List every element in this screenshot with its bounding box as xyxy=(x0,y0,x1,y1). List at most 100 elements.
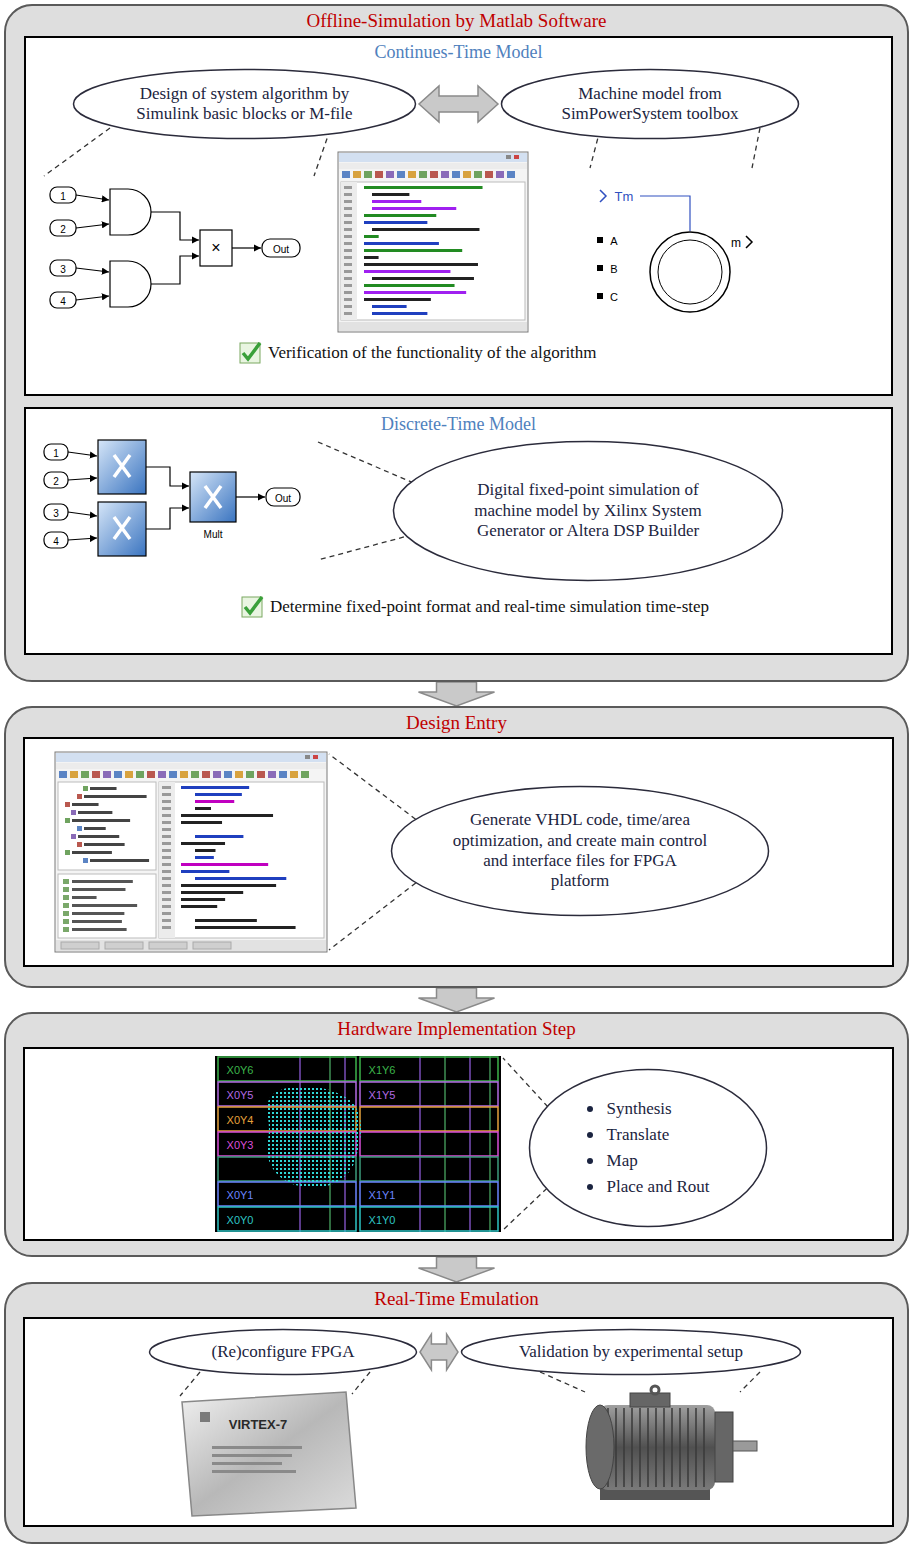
screen-detail xyxy=(452,171,460,178)
panel-fill xyxy=(4,4,909,682)
process-ellipse: (Re)configure FPGA xyxy=(148,1328,418,1376)
screen-detail xyxy=(344,200,352,203)
screen-detail xyxy=(84,843,125,846)
screen-detail xyxy=(305,755,310,759)
screen-detail xyxy=(342,171,350,178)
screen-detail xyxy=(344,256,352,259)
xilinx-diagram xyxy=(68,478,97,480)
label-holder: X1Y0 xyxy=(367,1210,398,1228)
check-mark xyxy=(243,343,260,359)
xilinx-diagram xyxy=(68,538,97,540)
ellipse-outline xyxy=(462,1330,801,1375)
machine-block xyxy=(597,265,603,271)
screen-detail xyxy=(195,793,242,796)
screen-detail xyxy=(78,811,112,814)
xilinx-diagram xyxy=(44,440,300,556)
screen-detail xyxy=(202,771,210,778)
screen-detail xyxy=(162,842,171,845)
machine-block xyxy=(597,190,752,312)
label-holder: Tm xyxy=(615,187,634,205)
screen-detail xyxy=(339,322,527,331)
inner-frame xyxy=(24,738,893,966)
ellipse-text: Machine model from SimPowerSystem toolbo… xyxy=(550,84,750,125)
screen-detail xyxy=(364,186,483,189)
region-label: X1Y5 xyxy=(367,1090,398,1101)
screen-detail xyxy=(71,810,76,815)
simulink-diagram xyxy=(232,247,261,248)
xilinx-diagram xyxy=(98,440,146,494)
ellipse-text: (Re)configure FPGA xyxy=(211,1342,354,1362)
leader-line xyxy=(314,130,330,176)
screen-detail xyxy=(372,312,427,315)
screen-detail xyxy=(114,771,122,778)
process-ellipse: Machine model from SimPowerSystem toolbo… xyxy=(500,68,800,140)
label-holder: X1Y1 xyxy=(367,1185,398,1203)
screen-detail xyxy=(344,291,352,294)
stage-title: Hardware Implementation Step xyxy=(337,1018,575,1041)
screen-detail xyxy=(90,859,149,862)
simulink-diagram xyxy=(151,212,199,240)
induction-motor xyxy=(630,1393,670,1407)
simulink-diagram xyxy=(262,239,300,257)
port-label: Tm xyxy=(615,190,634,203)
screen-detail xyxy=(430,171,438,178)
process-ellipse: Design of system algorithm by Simulink b… xyxy=(72,68,417,140)
simulink-diagram xyxy=(76,268,109,272)
screen-detail xyxy=(339,153,527,162)
screen-detail xyxy=(364,242,439,245)
box-fill xyxy=(24,407,893,655)
step-item: Translate xyxy=(607,1125,670,1145)
fpga-chip xyxy=(182,1392,356,1516)
screen-detail xyxy=(159,782,175,938)
screen-detail xyxy=(72,888,125,891)
label-holder: X0Y5 xyxy=(225,1085,256,1103)
screen-detail xyxy=(372,277,474,280)
port-label: 2 xyxy=(53,477,59,487)
stage-panel: Design of system algorithm by Simulink b… xyxy=(4,4,909,682)
label-holder: m xyxy=(731,233,741,251)
check-mark xyxy=(240,343,262,617)
leader-line xyxy=(180,1372,200,1396)
screen-detail xyxy=(72,928,127,931)
screen-detail xyxy=(147,771,155,778)
screen-detail xyxy=(344,249,352,252)
induction-motor xyxy=(733,1441,757,1451)
screen-detail xyxy=(364,291,466,294)
region-label: X1Y1 xyxy=(367,1190,398,1201)
screen-detail xyxy=(78,835,119,838)
screen-detail xyxy=(181,863,268,866)
box-fill xyxy=(24,36,893,655)
model-heading: Continues-Time Model xyxy=(375,42,543,64)
fpga-floorplan xyxy=(218,1057,356,1081)
step-item: Synthesis xyxy=(607,1099,672,1119)
fpga-floorplan xyxy=(218,1207,356,1231)
region-label: X0Y3 xyxy=(225,1140,256,1151)
text-holder: Determine fixed-point format and real-ti… xyxy=(270,597,709,617)
screen-detail xyxy=(344,270,352,273)
fpga-floorplan xyxy=(360,1132,498,1156)
port-label: 3 xyxy=(60,265,66,275)
screen-detail xyxy=(279,771,287,778)
screen-detail xyxy=(313,755,318,759)
screen-detail xyxy=(65,802,70,807)
induction-motor xyxy=(608,1408,704,1487)
screen-detail xyxy=(65,818,70,823)
screen-detail xyxy=(344,235,352,238)
screen-detail xyxy=(63,927,69,932)
simulink-diagram xyxy=(50,187,76,203)
screen-detail xyxy=(77,826,82,831)
screen-detail xyxy=(90,787,117,790)
machine-block xyxy=(640,196,690,231)
fpga-floorplan xyxy=(360,1107,498,1131)
xilinx-diagram xyxy=(44,532,68,548)
label-holder: A xyxy=(610,231,617,249)
ellipse-outline xyxy=(74,70,416,139)
induction-motor xyxy=(651,1386,659,1394)
simulink-diagram xyxy=(76,195,109,200)
screen-detail xyxy=(162,856,171,859)
panel-fill xyxy=(4,1012,909,1257)
label-holder: X0Y3 xyxy=(225,1135,256,1153)
text-holder: Design of system algorithm by Simulink b… xyxy=(120,84,370,125)
